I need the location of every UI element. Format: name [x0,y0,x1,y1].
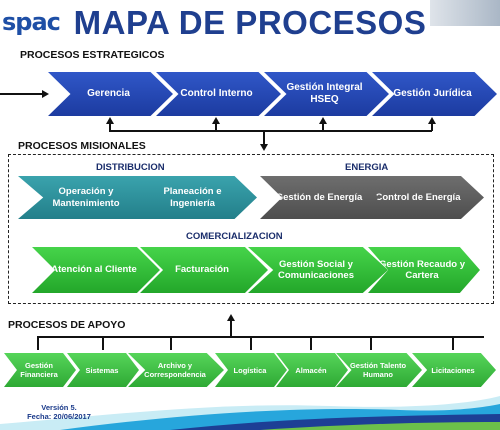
connector-line [109,130,432,132]
process-control-energia[interactable]: Control de Energía [356,176,484,219]
connector-line [37,336,39,350]
group-label-distribucion: DISTRIBUCION [96,162,165,173]
page-title: MAPA DE PROCESOS [73,4,427,41]
arrow-up-icon [211,117,220,124]
version-info: Versión 5. Fecha: 20/06/2017 [4,403,114,429]
arrow-down-icon [259,144,268,151]
connector-line [109,122,111,131]
arrow-up-icon [105,117,114,124]
connector-line [37,336,484,338]
arrow-up-icon [427,117,436,124]
group-label-energia: ENERGIA [345,162,389,173]
process-planeacion-ingenieria[interactable]: Planeación e Ingeniería [132,176,257,219]
process-gestion-talento-humano[interactable]: Gestión Talento Humano [336,353,422,387]
connector-line [452,336,454,350]
process-archivo-correspondencia[interactable]: Archivo y Correspondencia [128,353,224,387]
connector-line [250,336,252,350]
connector-line [431,122,433,131]
connector-line [322,122,324,131]
process-gestion-juridica[interactable]: Gestión Jurídica [372,72,497,116]
connector-line [215,122,217,131]
connector-line [170,336,172,350]
arrow-up-icon [226,314,235,321]
company-logo: spac [2,8,61,36]
process-gestion-hseq[interactable]: Gestión Integral HSEQ [264,72,389,116]
version-label: Versión 5. [41,403,77,412]
section-label-misionales: PROCESOS MISIONALES [18,140,146,152]
input-line [0,93,44,95]
section-label-apoyo: PROCESOS DE APOYO [8,319,126,331]
version-date: Fecha: 20/06/2017 [27,412,91,422]
header-decoration [430,0,500,26]
process-gerencia[interactable]: Gerencia [48,72,173,116]
process-logistica[interactable]: Logística [215,353,287,387]
section-label-estrategicos: PROCESOS ESTRATEGICOS [20,49,165,61]
connector-line [102,336,104,350]
process-gestion-financiera[interactable]: Gestión Financiera [4,353,76,387]
connector-line [370,336,372,350]
process-operacion-mantenimiento[interactable]: Operación y Mantenimiento [18,176,158,219]
process-control-interno[interactable]: Control Interno [156,72,281,116]
process-sistemas[interactable]: Sistemas [67,353,139,387]
misionales-box [8,154,494,304]
footer-waves [0,396,500,430]
arrow-up-icon [318,117,327,124]
connector-line [230,320,232,337]
connector-line [310,336,312,350]
group-label-comercializacion: COMERCIALIZACION [186,231,283,242]
process-gestion-recaudo[interactable]: Gestión Recaudo y Cartera [368,247,480,293]
process-licitaciones[interactable]: Licitaciones [412,353,496,387]
connector-line [263,130,265,146]
input-arrow-icon [42,89,49,98]
